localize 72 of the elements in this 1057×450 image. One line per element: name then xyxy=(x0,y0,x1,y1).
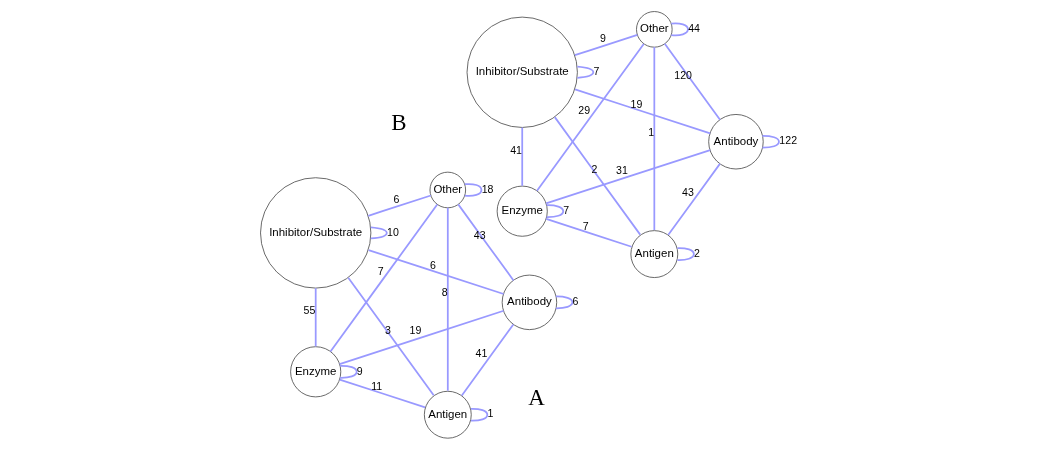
connector xyxy=(456,203,514,282)
edge-label: 9 xyxy=(599,32,606,45)
edge-label: 41 xyxy=(475,346,487,359)
edge-label: 9 xyxy=(356,364,363,377)
edge-label: 29 xyxy=(577,104,590,117)
node-circle: Antibody xyxy=(501,274,557,331)
connector xyxy=(535,43,645,192)
edge-label: 7 xyxy=(582,219,589,232)
edge-label: 11 xyxy=(370,380,382,393)
edge-label: 8 xyxy=(441,286,448,299)
connector xyxy=(544,218,632,248)
edge-label: 7 xyxy=(592,65,599,78)
connector xyxy=(573,88,711,135)
edge-label: 19 xyxy=(409,324,421,337)
edge-label: 122 xyxy=(778,134,797,147)
connector xyxy=(553,116,641,236)
edge-label: 43 xyxy=(473,229,486,242)
node-circle: Other xyxy=(635,11,673,48)
edge-label: 41 xyxy=(509,143,522,156)
connector xyxy=(338,364,358,379)
connector xyxy=(520,126,523,187)
node-circle: Inhibitor/Substrate xyxy=(466,16,578,128)
connector xyxy=(676,247,695,261)
connector xyxy=(573,34,638,57)
edge-label: 6 xyxy=(572,295,578,308)
connector xyxy=(575,65,594,79)
connector xyxy=(314,287,317,348)
connector xyxy=(338,309,505,365)
connector xyxy=(469,407,488,422)
connector xyxy=(460,323,514,397)
edge-label: 3 xyxy=(384,323,391,336)
connector xyxy=(545,204,564,218)
edge-label: 55 xyxy=(303,304,315,317)
node-circle: Antigen xyxy=(629,230,678,278)
edge-label: 2 xyxy=(693,246,700,259)
edge-label: 1 xyxy=(486,407,493,420)
label: B xyxy=(390,109,407,135)
connector xyxy=(663,42,721,121)
connector xyxy=(554,295,573,310)
edge-label: 18 xyxy=(481,182,493,195)
edge-label: 7 xyxy=(377,265,384,278)
node-circle: Enzyme xyxy=(496,185,548,237)
connector xyxy=(346,276,435,397)
node-circle: Antigen xyxy=(423,390,472,439)
edge-label: 1 xyxy=(647,125,654,138)
edge-label: 7 xyxy=(562,203,569,216)
node-circle: Antibody xyxy=(707,114,764,170)
connector xyxy=(366,194,432,217)
connector xyxy=(446,206,449,392)
connector xyxy=(369,226,388,240)
label: A xyxy=(527,385,545,410)
node-circle: Other xyxy=(429,171,466,209)
connector xyxy=(338,378,426,409)
connector xyxy=(463,183,482,197)
node-circle: Inhibitor/Substrate xyxy=(259,177,371,289)
edge-label: 31 xyxy=(615,163,628,176)
edge-label: 2 xyxy=(590,162,597,175)
edge-label: 6 xyxy=(393,192,399,205)
edge-label: 19 xyxy=(630,98,642,111)
connector xyxy=(761,134,780,149)
connector xyxy=(329,203,438,353)
edge-label: 43 xyxy=(681,186,694,199)
connector xyxy=(652,46,655,231)
connector xyxy=(544,149,711,205)
edge-label: 10 xyxy=(386,225,399,238)
edge-label: 44 xyxy=(687,22,700,35)
connector xyxy=(669,22,689,37)
connector xyxy=(367,249,505,295)
node-circle: Enzyme xyxy=(289,346,341,398)
connector xyxy=(666,163,721,236)
edge-label: 6 xyxy=(429,259,436,272)
edge-label: 120 xyxy=(673,68,692,81)
